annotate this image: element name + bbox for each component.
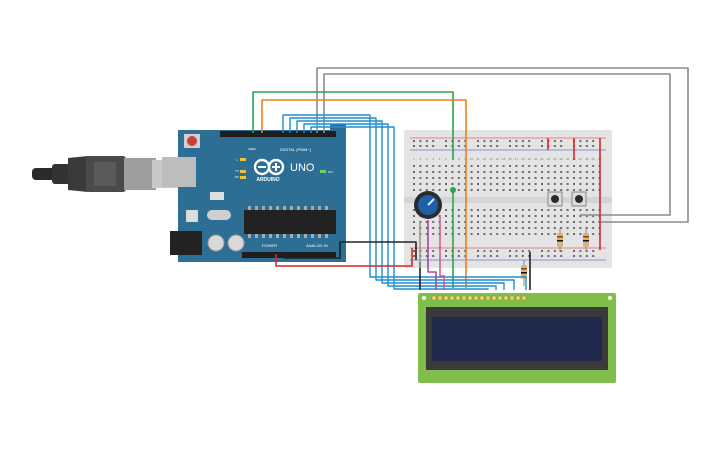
wire-purple xyxy=(427,220,437,290)
potentiometer[interactable] xyxy=(414,191,442,219)
breadboard-column-label: 3 xyxy=(426,157,428,161)
lcd-pin-led[interactable] xyxy=(521,295,527,301)
wire-green-top xyxy=(252,91,454,160)
breadboard-column-label: 24 xyxy=(560,157,564,161)
center-channel xyxy=(404,197,612,203)
arduino-logo xyxy=(253,158,285,176)
capacitor xyxy=(207,234,225,252)
breadboard-column-label: 5 xyxy=(439,157,441,161)
wire-blue-4 xyxy=(310,126,489,290)
aref-label: AREF xyxy=(248,147,256,151)
led-tx xyxy=(240,170,246,173)
breadboard-column-label: 8 xyxy=(458,157,460,161)
capacitor xyxy=(227,234,245,252)
breadboard-column-label: 23 xyxy=(553,157,557,161)
wire-blue-2 xyxy=(296,120,505,290)
breadboard-column-label: 6 xyxy=(445,157,447,161)
digital-label: DIGITAL (PWM~) xyxy=(280,147,312,152)
breadboard-column-label: 29 xyxy=(592,157,596,161)
breadboard-column-label: 20 xyxy=(534,157,538,161)
pushbutton-1[interactable] xyxy=(547,191,563,207)
rx-label: RX xyxy=(235,175,239,179)
breadboard-column-label: 11 xyxy=(476,157,479,161)
lcd-pin-db4[interactable] xyxy=(491,295,497,301)
atmega-chip xyxy=(244,210,336,234)
power-jack xyxy=(170,231,202,255)
board-brand: ARDUINO xyxy=(256,177,279,183)
lcd-pin-db2[interactable] xyxy=(479,295,485,301)
breadboard-column-label: 22 xyxy=(547,157,551,161)
lcd-pin-gnd[interactable] xyxy=(431,295,437,301)
arduino-uno-board[interactable]: ARDUINO UNO DIGITAL (PWM~) AREF TX RX L … xyxy=(162,124,346,262)
pushbutton-2[interactable] xyxy=(571,191,587,207)
board-model: UNO xyxy=(290,162,315,174)
breadboard-column-label: 15 xyxy=(502,157,506,161)
lcd-pin-led[interactable] xyxy=(515,295,521,301)
lcd-pin-rs[interactable] xyxy=(449,295,455,301)
lcd-pin-db1[interactable] xyxy=(473,295,479,301)
resistor-2[interactable] xyxy=(583,228,589,252)
breadboard-column-label: 17 xyxy=(515,157,519,161)
lcd-pin-db5[interactable] xyxy=(497,295,503,301)
wire-black-gnd xyxy=(283,241,417,260)
wire-gray-1 xyxy=(316,67,689,223)
crystal xyxy=(207,210,231,220)
led-rx xyxy=(240,176,246,179)
digital-header[interactable] xyxy=(220,131,336,137)
usb-cable xyxy=(32,156,182,192)
breadboard-column-label: 19 xyxy=(528,157,532,161)
breadboard-column-label: 1 xyxy=(413,157,415,161)
resistor-3[interactable] xyxy=(521,260,527,286)
lcd-pin-e[interactable] xyxy=(461,295,467,301)
lcd-pin-vcc[interactable] xyxy=(437,295,443,301)
on-label: ON xyxy=(328,170,333,174)
breadboard-column-label: 12 xyxy=(483,157,487,161)
tx-label: TX xyxy=(235,169,239,173)
wire-orange xyxy=(261,99,467,288)
breadboard-column-label: 4 xyxy=(432,157,434,161)
lcd-pin-db3[interactable] xyxy=(485,295,491,301)
breadboard-column-label: 25 xyxy=(566,157,570,161)
analog-label: ANALOG IN xyxy=(306,243,328,248)
l-label: L xyxy=(236,158,238,162)
lcd-screen xyxy=(432,317,602,361)
power-analog-header[interactable] xyxy=(242,252,336,258)
lcd-16x2[interactable] xyxy=(418,293,616,383)
wire-red xyxy=(275,248,413,267)
resistor-1[interactable] xyxy=(557,228,563,252)
wire-blue-1 xyxy=(289,117,515,290)
lcd-pin-db0[interactable] xyxy=(467,295,473,301)
breadboard-column-label: 18 xyxy=(521,157,525,161)
wire-gray-2 xyxy=(323,73,671,216)
led-on xyxy=(320,170,326,173)
lcd-pin-db7[interactable] xyxy=(509,295,515,301)
breadboard-column-label: 14 xyxy=(496,157,500,161)
breadboard-column-label: 21 xyxy=(540,157,544,161)
breadboard-column-label: 16 xyxy=(508,157,512,161)
breadboard-column-label: 2 xyxy=(420,157,422,161)
lcd-pin-header[interactable] xyxy=(431,295,527,301)
wire-pink xyxy=(439,215,445,290)
usb-jack xyxy=(162,157,196,187)
lcd-pin-v0[interactable] xyxy=(443,295,449,301)
lcd-pin-rw[interactable] xyxy=(455,295,461,301)
power-label: POWER xyxy=(262,243,277,248)
breadboard-column-label: 28 xyxy=(585,157,589,161)
led-l xyxy=(240,158,246,161)
wires[interactable] xyxy=(252,67,689,290)
breadboard-column-label: 10 xyxy=(470,157,474,161)
breadboard-column-label: 13 xyxy=(489,157,493,161)
lcd-pin-db6[interactable] xyxy=(503,295,509,301)
wire-blue-5 xyxy=(282,114,527,290)
breadboard-column-label: 27 xyxy=(579,157,583,161)
wire-blue-3 xyxy=(303,123,497,290)
